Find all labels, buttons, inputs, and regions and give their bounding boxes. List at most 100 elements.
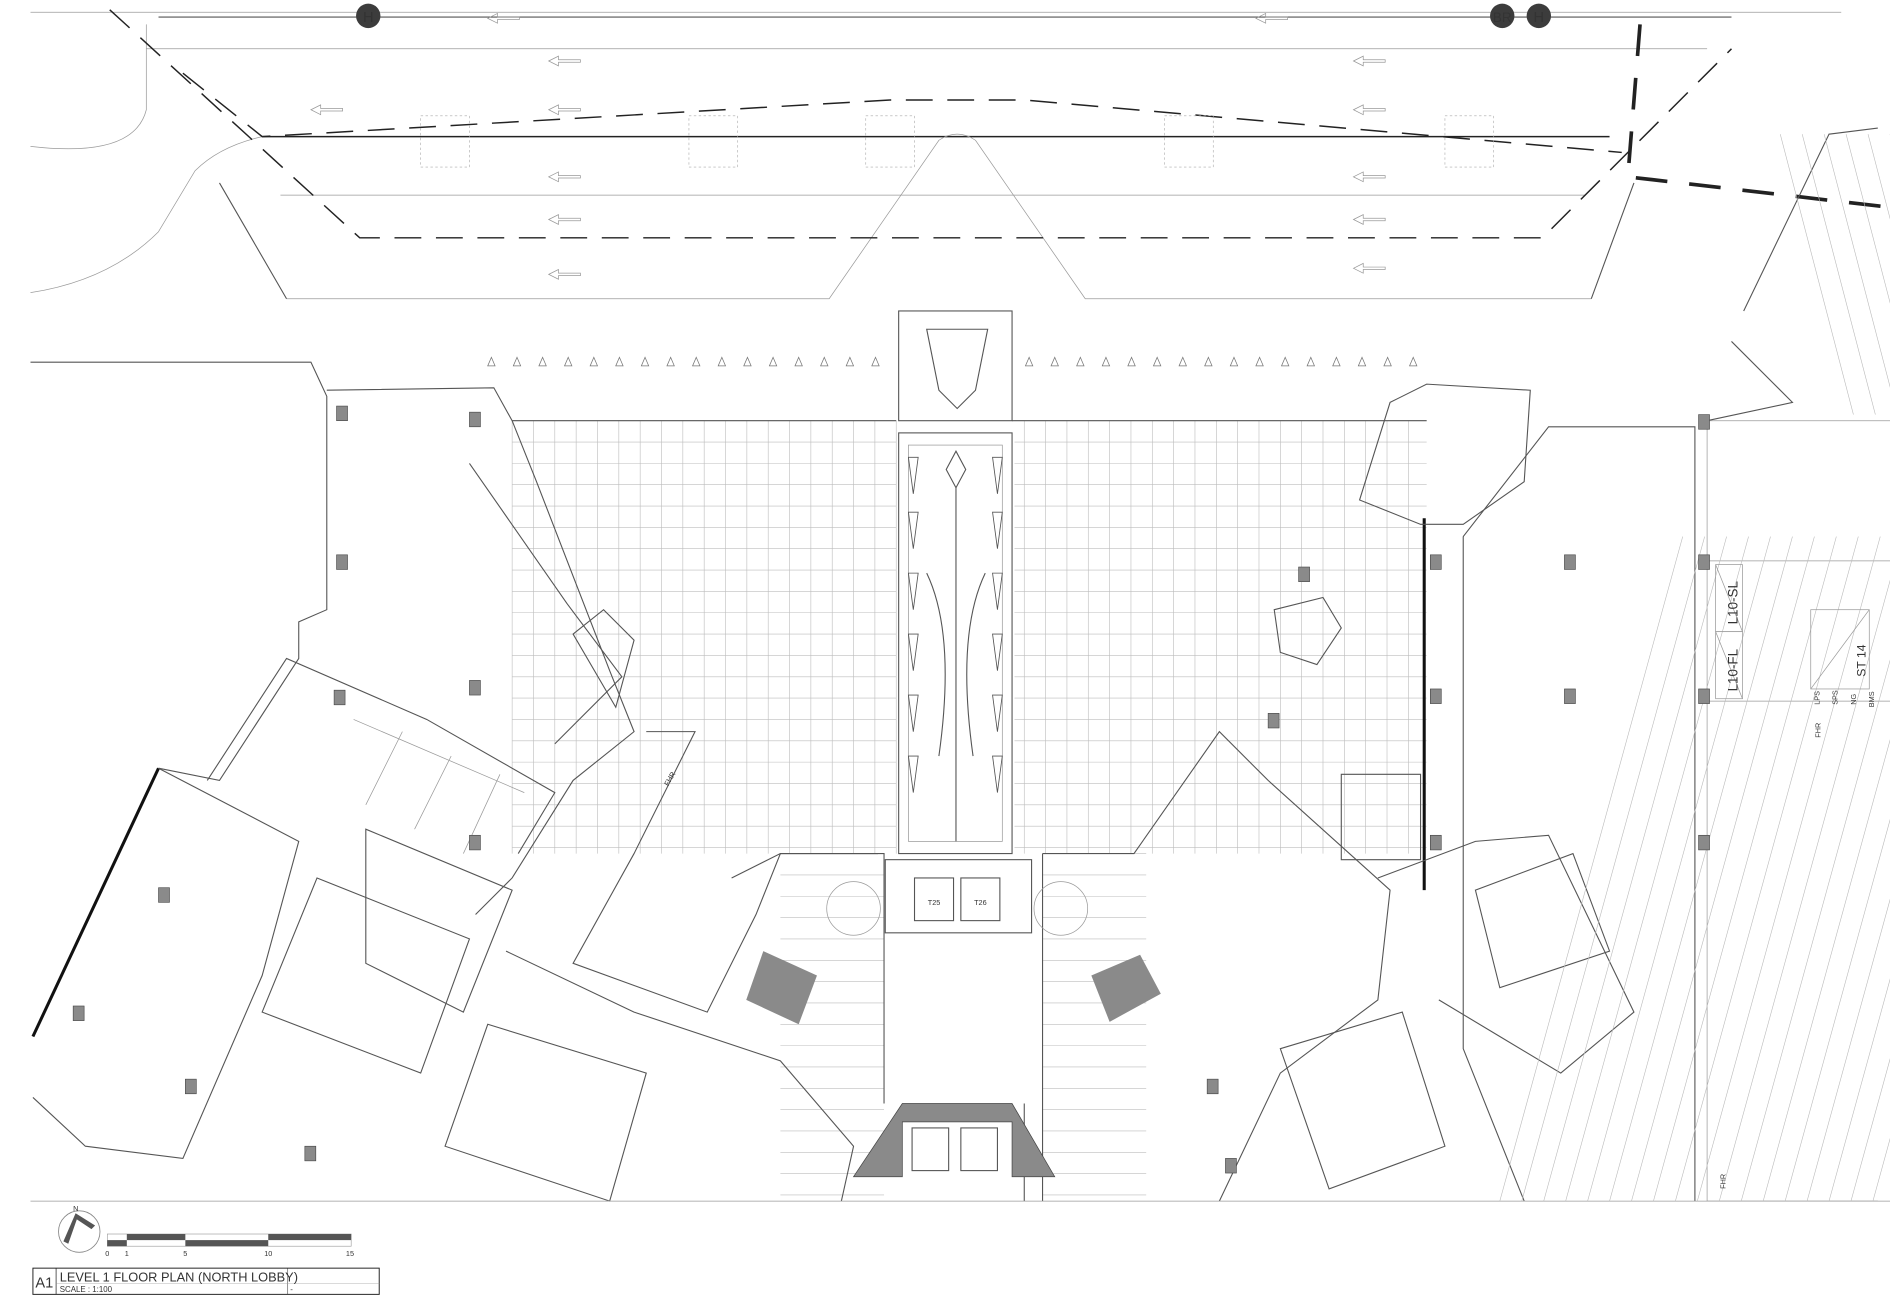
bollard xyxy=(768,356,778,367)
scale-tick: 1 xyxy=(125,1249,129,1258)
traffic-arrow xyxy=(310,104,344,116)
hatch-line xyxy=(1872,1137,1890,1202)
grey-column xyxy=(1698,688,1710,704)
room-label-sps: SPS xyxy=(1831,690,1840,705)
room-label-ng: NG xyxy=(1849,694,1858,705)
hatch-line xyxy=(1801,134,1876,415)
hatch-line xyxy=(1718,579,1890,1202)
tree-pit xyxy=(1444,115,1495,168)
bollard xyxy=(743,356,752,367)
traffic-arrow xyxy=(547,268,581,280)
drawing-title: LEVEL 1 FLOOR PLAN (NORTH LOBBY) xyxy=(60,1270,298,1285)
lift-label: T26 xyxy=(974,898,987,907)
hatch-line xyxy=(1762,739,1890,1202)
grey-column xyxy=(469,411,481,428)
hatched-zone xyxy=(1499,134,1890,1202)
sheet-id: A1 xyxy=(35,1276,53,1292)
bollard-row xyxy=(487,356,1418,367)
hatch-line xyxy=(1631,536,1815,1202)
bollard xyxy=(538,356,547,367)
drawing-note: - xyxy=(290,1285,293,1294)
water-feature-panel xyxy=(907,572,1003,610)
traffic-arrow xyxy=(547,214,581,225)
north-arrow: N xyxy=(58,1204,101,1253)
grey-column xyxy=(336,405,348,422)
grey-column xyxy=(1698,834,1710,851)
room-label-fhr: FHR xyxy=(662,770,677,787)
building-walls xyxy=(30,127,1890,1202)
bollard xyxy=(871,356,880,367)
hatch-line xyxy=(1850,1058,1890,1202)
bollard xyxy=(1357,356,1367,367)
grey-column xyxy=(1225,1158,1237,1174)
bollard xyxy=(666,356,675,367)
stair-label: ST 14 xyxy=(1855,644,1869,677)
traffic-arrow xyxy=(547,171,581,183)
grey-column xyxy=(1298,566,1310,582)
road-area: H BR H xyxy=(30,3,1890,300)
hatch-line xyxy=(1867,134,1890,220)
road-marker-label: H xyxy=(363,10,374,26)
hatch-line xyxy=(1740,659,1890,1202)
central-water-feature xyxy=(898,310,1013,855)
traffic-arrow xyxy=(547,55,581,67)
hatch-line xyxy=(1828,978,1890,1202)
bollard xyxy=(1050,356,1059,367)
bollard xyxy=(640,356,650,367)
hatch-line xyxy=(1499,536,1684,1202)
tree-pit xyxy=(420,115,470,168)
room-label-lps: LPS xyxy=(1812,691,1821,705)
road-marker-h-1 xyxy=(356,3,381,29)
water-feature-panel xyxy=(907,633,1003,671)
grey-column xyxy=(1564,688,1576,704)
bollard xyxy=(1409,356,1418,367)
scale-tick: 15 xyxy=(346,1249,354,1258)
hatch-line xyxy=(1521,536,1705,1202)
hatch-line xyxy=(1806,898,1890,1202)
grey-column xyxy=(469,680,481,696)
grey-column xyxy=(185,1078,197,1095)
bollard xyxy=(615,356,624,367)
bollard xyxy=(717,356,727,367)
bollard xyxy=(794,356,803,367)
bollard xyxy=(487,356,496,367)
grey-column xyxy=(333,689,346,706)
hatch-line xyxy=(1587,536,1771,1202)
bollard xyxy=(820,356,829,367)
bollard xyxy=(1280,356,1290,367)
bollard xyxy=(1204,356,1213,367)
tree-pit xyxy=(865,115,915,168)
grey-column xyxy=(1564,554,1576,570)
grey-column xyxy=(1206,1078,1219,1095)
plaza-paving-grid xyxy=(511,420,1427,1196)
scale-tick: 10 xyxy=(264,1249,272,1258)
tree-pit xyxy=(1164,115,1214,168)
bollard xyxy=(692,356,701,367)
road-marker-label: BR xyxy=(1493,10,1512,25)
scale-tick: 0 xyxy=(105,1249,109,1258)
hatch-line xyxy=(1609,536,1793,1202)
room-label-fhr: FHR xyxy=(1813,723,1822,738)
room-label-fhr: FHR xyxy=(1718,1174,1727,1189)
bollard xyxy=(1332,356,1341,367)
water-feature-panel xyxy=(907,755,1003,793)
hatch-line xyxy=(1823,134,1890,388)
bollard xyxy=(1255,356,1264,367)
bollard xyxy=(589,356,599,367)
bollard xyxy=(564,356,573,367)
drawing-scale: SCALE : 1:100 xyxy=(60,1285,113,1294)
water-feature-panel xyxy=(907,694,1003,732)
water-feature-panel xyxy=(907,511,1003,549)
bollard xyxy=(1306,356,1316,367)
scale-tick: 5 xyxy=(183,1249,187,1258)
hatch-line xyxy=(1565,536,1749,1202)
grey-column xyxy=(1429,834,1442,851)
grey-column xyxy=(1267,713,1280,729)
road-marker-label: H xyxy=(1534,10,1545,26)
hatch-line xyxy=(1845,134,1890,304)
road-marker-h-2 xyxy=(1526,3,1552,29)
bollard xyxy=(512,356,522,367)
traffic-arrows xyxy=(310,12,1495,280)
traffic-arrow xyxy=(547,104,581,116)
